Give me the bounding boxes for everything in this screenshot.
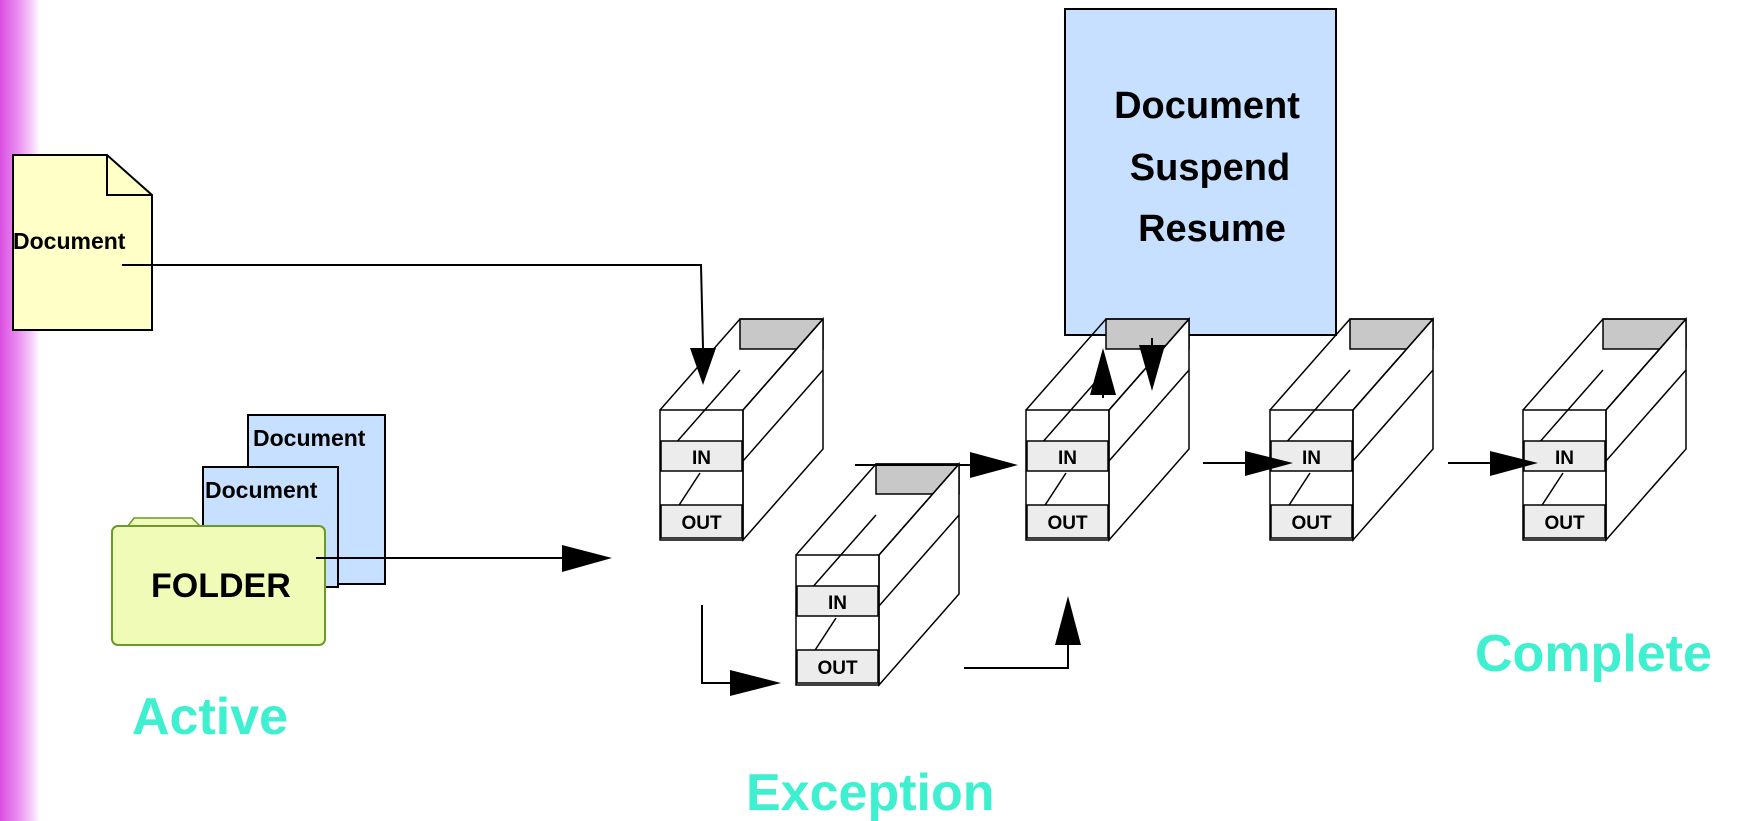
tray-out-label: OUT: [1544, 513, 1585, 534]
arrowhead-right: [562, 545, 612, 572]
tray-out-shelf: [796, 649, 879, 684]
tray-out-label: OUT: [1047, 513, 1088, 534]
arrowhead-right: [730, 670, 781, 696]
suspend-box-line2: Suspend: [1130, 147, 1290, 189]
tray-out-shelf: [1026, 504, 1109, 539]
tray-3: IN OUT: [1269, 317, 1434, 542]
suspend-resume-box: Document Suspend Resume: [1064, 8, 1337, 336]
suspend-box-line1: Document: [1114, 85, 1300, 127]
connectors: [122, 264, 1538, 696]
tray-out-shelf: [1270, 504, 1353, 539]
tray-out-label: OUT: [817, 658, 858, 679]
tray-out-shelf: [660, 504, 743, 539]
folder-doc-back-label: Document: [253, 425, 366, 451]
folder-group: Document Document FOLDER: [111, 414, 386, 646]
tray-in-shelf: [660, 440, 743, 472]
tray-out-label: OUT: [1291, 513, 1332, 534]
tray-4: IN OUT: [1522, 317, 1687, 542]
arrowhead-right: [1490, 451, 1538, 476]
arrowhead-right: [970, 452, 1018, 478]
arrowhead-down: [690, 348, 716, 385]
tray-in-label: IN: [828, 593, 847, 614]
tray-in-label: IN: [1555, 448, 1574, 469]
tray-in-label: IN: [1302, 448, 1321, 469]
arrowhead-up: [1055, 596, 1081, 645]
tray-2: IN OUT: [1025, 317, 1190, 542]
arrowhead-down: [1139, 345, 1165, 391]
arrowhead-right: [1245, 451, 1293, 476]
tray-out-shelf: [1523, 504, 1606, 539]
tray-1: IN OUT: [659, 317, 824, 542]
tray-in-shelf: [1523, 440, 1606, 472]
stage-label-complete: Complete: [1475, 625, 1712, 683]
tray-in-label: IN: [1058, 448, 1077, 469]
arrowhead-up: [1090, 348, 1116, 395]
tray-exception: IN OUT: [795, 462, 960, 687]
folder-label: FOLDER: [151, 567, 291, 605]
tray-in-shelf: [1026, 440, 1109, 472]
stage-label-exception: Exception: [746, 764, 995, 821]
single-document: Document: [12, 154, 153, 331]
tray-in-shelf: [1270, 440, 1353, 472]
tray-in-label: IN: [692, 448, 711, 469]
stage-label-active: Active: [132, 688, 288, 746]
tray-out-label: OUT: [681, 513, 722, 534]
tray-in-shelf: [796, 585, 879, 617]
single-document-label: Document: [13, 228, 126, 254]
folder-icon: [111, 525, 326, 646]
folder-doc-front-label: Document: [205, 477, 318, 503]
decorative-left-strip: [0, 0, 40, 821]
suspend-box-line3: Resume: [1138, 208, 1286, 250]
